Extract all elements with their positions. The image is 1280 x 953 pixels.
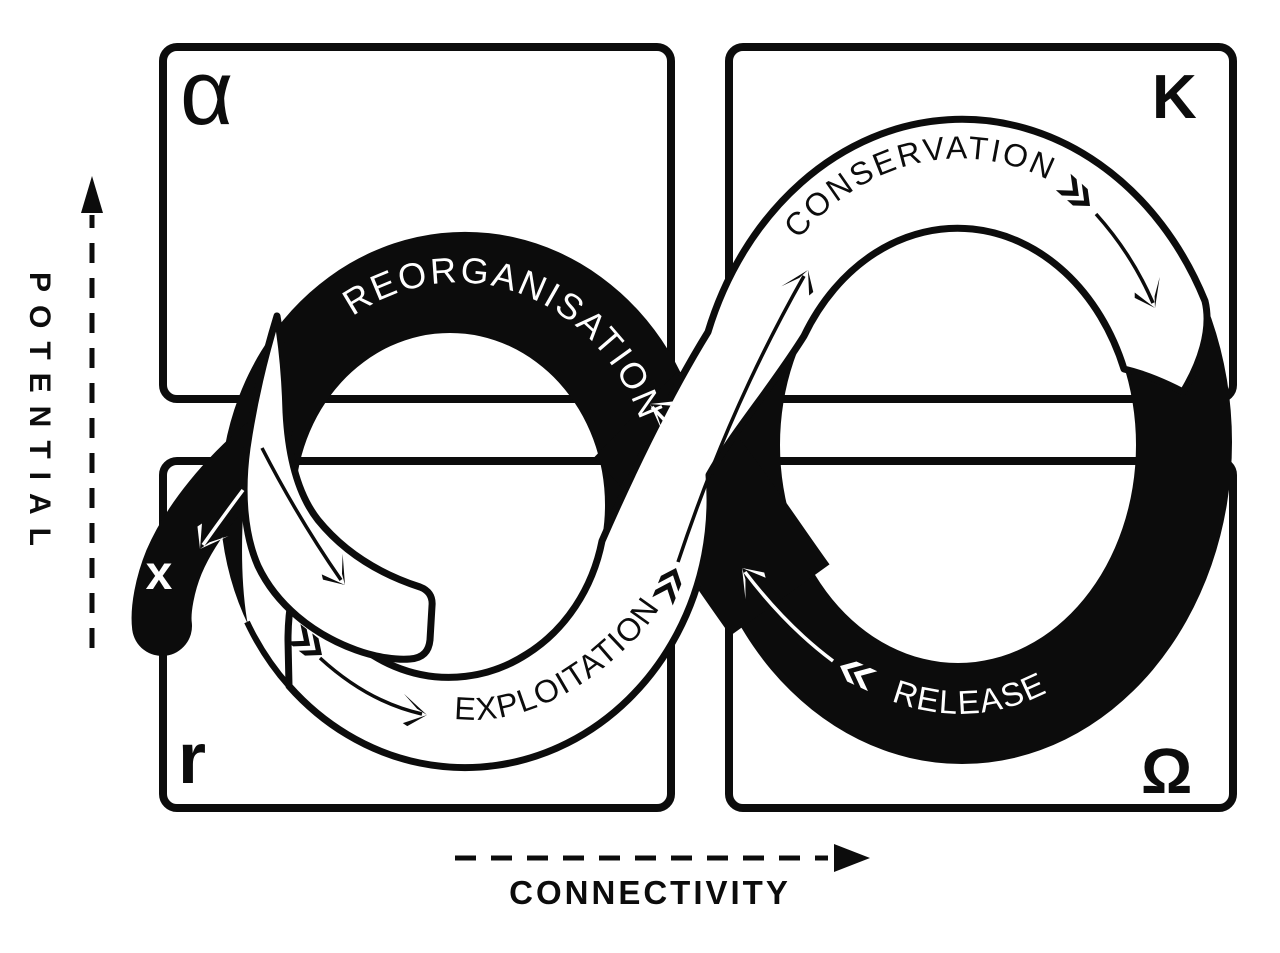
exit-arrow-icon bbox=[187, 488, 245, 559]
axis-label-potential: POTENTIAL bbox=[23, 272, 56, 559]
potential-axis-arrowhead-icon bbox=[81, 176, 103, 213]
quadrant-omega-letter: Ω bbox=[1141, 735, 1192, 807]
axis-label-connectivity: CONNECTIVITY bbox=[509, 874, 791, 911]
exit-band bbox=[131, 416, 296, 656]
potential-axis: POTENTIAL bbox=[23, 176, 103, 648]
exploitation-arrow-icon bbox=[286, 624, 431, 730]
quadrant-k-letter: K bbox=[1152, 63, 1197, 132]
alpha-to-r-ribbon bbox=[240, 312, 436, 663]
flow-arrows bbox=[187, 173, 1170, 730]
conservation-arrow-icon bbox=[1055, 173, 1170, 314]
reorganisation-arrowhead-icon bbox=[640, 391, 681, 438]
exploitation-to-conservation-arrow-icon bbox=[652, 262, 822, 606]
release-arrow-icon bbox=[729, 558, 878, 692]
alpha-to-r-arrow-icon bbox=[260, 447, 359, 594]
exit-marker-label: x bbox=[146, 547, 173, 600]
connectivity-axis: CONNECTIVITY bbox=[455, 844, 870, 911]
quadrant-alpha-letter: α bbox=[180, 42, 233, 144]
connectivity-axis-arrowhead-icon bbox=[834, 844, 870, 872]
quadrant-r-letter: r bbox=[178, 719, 206, 799]
fore-loop-band bbox=[284, 115, 1211, 772]
